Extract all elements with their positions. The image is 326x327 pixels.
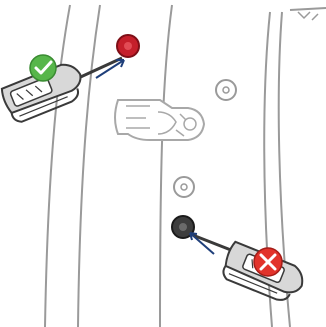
door-latch — [115, 100, 204, 140]
hinge-fragment — [298, 12, 318, 20]
incorrect-badge — [254, 248, 282, 276]
screw-upper — [216, 80, 236, 100]
door-edge-line-3 — [160, 5, 172, 327]
door-edge-line-1 — [45, 5, 70, 327]
lock-cylinder-red — [117, 35, 139, 57]
key-correct — [0, 58, 124, 125]
correct-badge — [30, 55, 56, 81]
door-edge-line-2 — [78, 5, 100, 327]
door-top-line — [290, 8, 326, 10]
key-incorrect — [190, 233, 308, 306]
screw-lower — [174, 177, 194, 197]
